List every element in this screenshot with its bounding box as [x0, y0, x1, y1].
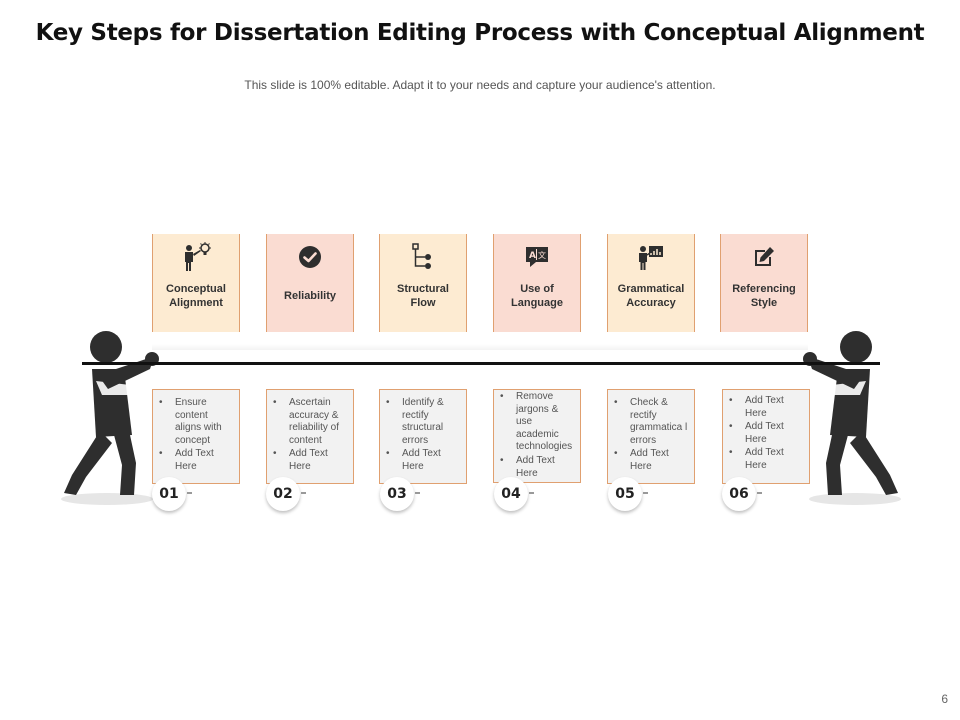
bullet-item: Check & rectify grammatica l errors [614, 397, 690, 447]
left-stick-figure [61, 331, 159, 505]
step-label-4: Use of Language [511, 283, 563, 309]
step-card-5: Grammatical Accuracy [607, 234, 695, 332]
step-number-badge-1: 01 [152, 477, 192, 511]
step-number-badge-2: 02 [266, 477, 306, 511]
slide-title: Key Steps for Dissertation Editing Proce… [35, 20, 925, 46]
step-info-3: Identify & rectify structural errors Add… [379, 389, 467, 484]
step-number-badge-4: 04 [494, 477, 534, 511]
slide-subtitle: This slide is 100% editable. Adapt it to… [244, 78, 716, 92]
step-info-4: Remove jargons & use academic technologi… [493, 389, 581, 483]
page-number: 6 [941, 692, 948, 706]
edit-pen-icon [752, 242, 776, 272]
step-number-badge-6: 06 [722, 477, 762, 511]
step-card-6: Referencing Style [720, 234, 808, 332]
bullet-item: Add Text Here [614, 448, 690, 473]
bullet-item: Ensure content aligns with concept [159, 397, 235, 447]
bullet-item: Add Text Here [386, 448, 462, 473]
step-info-6: Add Text Here Add Text Here Add Text Her… [722, 389, 810, 484]
presenter-idea-icon [180, 242, 212, 272]
bullet-item: Add Text Here [500, 455, 576, 480]
step-card-4: A 文 Use of Language [493, 234, 581, 332]
step-label-5: Grammatical Accuracy [617, 283, 685, 309]
tug-rope [82, 362, 880, 365]
step-label-6: Referencing Style [732, 283, 796, 309]
step-info-5: Check & rectify grammatica l errors Add … [607, 389, 695, 484]
step-label-2: Reliability [284, 290, 336, 302]
step-label-3: Structural Flow [397, 283, 449, 309]
step-number-badge-3: 03 [380, 477, 420, 511]
step-number-badge-5: 05 [608, 477, 648, 511]
svg-text:文: 文 [538, 250, 546, 260]
translate-icon: A 文 [524, 242, 550, 272]
step-label-1: Conceptual Alignment [166, 283, 226, 309]
right-stick-figure [803, 331, 901, 505]
step-card-3: Structural Flow [379, 234, 467, 332]
bullet-item: Ascertain accuracy & reliability of cont… [273, 397, 349, 447]
check-circle-icon [298, 242, 322, 272]
bullet-item: Add Text Here [273, 448, 349, 473]
bullet-item: Identify & rectify structural errors [386, 397, 462, 447]
step-card-2: Reliability [266, 234, 354, 332]
bullet-item: Add Text Here [729, 421, 805, 446]
rope-shadow [152, 344, 808, 350]
step-card-1: Conceptual Alignment [152, 234, 240, 332]
bullet-item: Remove jargons & use academic technologi… [500, 391, 576, 454]
bullet-item: Add Text Here [729, 395, 805, 420]
bullet-item: Add Text Here [729, 447, 805, 472]
svg-text:A: A [529, 251, 536, 261]
step-info-2: Ascertain accuracy & reliability of cont… [266, 389, 354, 484]
step-info-1: Ensure content aligns with concept Add T… [152, 389, 240, 484]
flow-structure-icon [411, 242, 435, 272]
bullet-item: Add Text Here [159, 448, 235, 473]
teacher-board-icon [637, 242, 665, 272]
